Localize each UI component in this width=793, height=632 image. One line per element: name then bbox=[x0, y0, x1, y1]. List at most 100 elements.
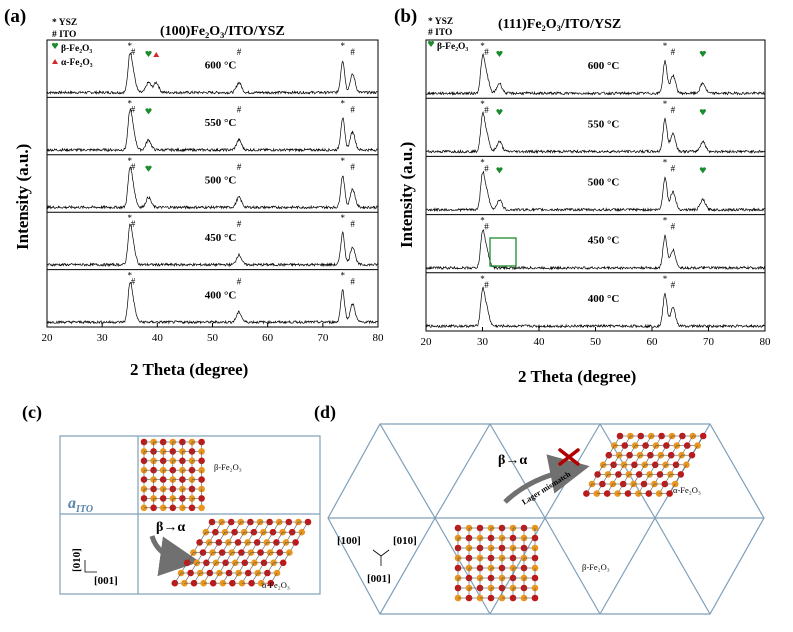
beta-peak-marker-icon bbox=[145, 50, 152, 57]
lattice-subscript: ITO bbox=[75, 504, 93, 515]
panel-d-label: (d) bbox=[314, 402, 336, 423]
beta-peak-marker-icon bbox=[145, 165, 152, 172]
ito-peak-marker: # bbox=[237, 219, 242, 229]
ito-peak-marker: # bbox=[237, 162, 242, 172]
legend-ito: # ITO bbox=[428, 28, 452, 38]
ito-peak-marker: # bbox=[131, 47, 136, 57]
beta-peak-marker-icon bbox=[699, 50, 706, 57]
ysz-peak-marker: * bbox=[128, 271, 133, 281]
ito-peak-marker: # bbox=[671, 163, 676, 173]
temperature-label: 400 °C bbox=[205, 289, 237, 301]
lattice-grid bbox=[59, 435, 321, 595]
panel-a-legend: * YSZ # ITO β-Fe₂O₃ α-Fe₂O₃ bbox=[51, 18, 93, 68]
temperature-label: 550 °C bbox=[205, 117, 237, 129]
ito-peak-marker: # bbox=[484, 47, 489, 57]
panel-a-xlabel: 2 Theta (degree) bbox=[130, 360, 248, 379]
atom bbox=[198, 504, 205, 512]
alpha-peak-marker-icon bbox=[153, 52, 160, 57]
ito-peak-marker: # bbox=[237, 47, 242, 57]
panel-b-label: (b) bbox=[394, 6, 417, 27]
legend-alpha: α-Fe₂O₃ bbox=[61, 58, 93, 68]
ito-peak-marker: # bbox=[671, 47, 676, 57]
ito-peak-marker: # bbox=[131, 219, 136, 229]
x-tick-label: 70 bbox=[317, 332, 329, 344]
ito-peak-marker: # bbox=[131, 104, 136, 114]
ito-peak-marker: # bbox=[671, 280, 676, 290]
ysz-peak-marker: * bbox=[480, 99, 485, 109]
xrd-trace bbox=[425, 170, 766, 213]
ysz-peak-marker: * bbox=[663, 41, 668, 51]
x-tick-label: 20 bbox=[421, 336, 433, 348]
ito-peak-marker: # bbox=[671, 105, 676, 115]
ito-peak-marker: # bbox=[350, 162, 355, 172]
ito-peak-marker: # bbox=[237, 277, 242, 287]
x-tick-label: 50 bbox=[207, 332, 219, 344]
ito-peak-marker: # bbox=[350, 277, 355, 287]
xrd-trace bbox=[46, 52, 379, 95]
ysz-peak-marker: * bbox=[128, 213, 133, 223]
legend-beta: β-Fe₂O₃ bbox=[61, 44, 92, 54]
ito-peak-marker: # bbox=[350, 219, 355, 229]
alpha-label: α-Fe₂O₃ bbox=[673, 485, 701, 495]
transition-arrow-icon bbox=[149, 535, 200, 577]
transition-label: β→α bbox=[498, 453, 527, 468]
x-tick-label: 60 bbox=[647, 336, 659, 348]
xrd-trace bbox=[425, 229, 766, 271]
temperature-label: 500 °C bbox=[205, 175, 237, 187]
panel-a-label: (a) bbox=[4, 6, 26, 27]
panel-a-ylabel: Intensity (a.u.) bbox=[13, 144, 32, 250]
blocked-cross-icon bbox=[558, 448, 580, 466]
ito-peak-marker: # bbox=[484, 163, 489, 173]
axis-100-label: [100] bbox=[337, 535, 361, 547]
x-tick-label: 60 bbox=[262, 332, 274, 344]
ysz-peak-marker: * bbox=[128, 98, 133, 108]
axis-001-label: [001] bbox=[367, 573, 391, 585]
temperature-label: 450 °C bbox=[588, 235, 620, 247]
ito-peak-marker: # bbox=[237, 104, 242, 114]
xrd-trace bbox=[425, 111, 766, 154]
ito-peak-marker: # bbox=[131, 277, 136, 287]
alpha-crystal bbox=[171, 518, 312, 587]
panel-b-title: (111)Fe₂O₃/ITO/YSZ bbox=[498, 17, 621, 32]
panel-b-ylabel: Intensity (a.u.) bbox=[397, 142, 416, 248]
xrd-trace bbox=[46, 281, 379, 325]
beta-label: β-Fe₂O₃ bbox=[582, 562, 610, 572]
panel-b: (b) (111)Fe₂O₃/ITO/YSZ * YSZ # ITO β-Fe₂… bbox=[394, 6, 771, 386]
triangle-lattice bbox=[327, 423, 765, 615]
xrd-trace bbox=[46, 223, 379, 268]
ysz-peak-marker: * bbox=[480, 274, 485, 284]
x-tick-label: 20 bbox=[42, 332, 54, 344]
ysz-peak-marker: * bbox=[340, 156, 345, 166]
axis-triad-icon bbox=[372, 549, 390, 566]
ysz-peak-marker: * bbox=[480, 41, 485, 51]
xrd-trace bbox=[425, 286, 766, 329]
beta-crystal bbox=[140, 438, 205, 512]
beta-crystal bbox=[454, 524, 539, 602]
x-tick-label: 80 bbox=[373, 332, 385, 344]
panel-c: (c) β-Fe₂O₃ aITO β→α α-Fe₂O₃ [010] [001] bbox=[22, 402, 321, 595]
temperature-label: 400 °C bbox=[588, 293, 620, 305]
axis-vertical-label: [010] bbox=[71, 548, 83, 572]
atom bbox=[292, 539, 299, 546]
x-tick-label: 30 bbox=[97, 332, 109, 344]
x-tick-label: 30 bbox=[477, 336, 489, 348]
ito-peak-marker: # bbox=[671, 222, 676, 232]
panel-a: (a) (100)Fe₂O₃/ITO/YSZ * YSZ # ITO β-Fe₂… bbox=[4, 6, 384, 379]
x-tick-label: 50 bbox=[590, 336, 602, 348]
panel-b-legend: * YSZ # ITO β-Fe₂O₃ bbox=[427, 17, 468, 52]
lattice-label: aITO bbox=[68, 495, 93, 515]
legend-ysz: * YSZ bbox=[52, 18, 77, 28]
xrd-trace bbox=[46, 166, 378, 210]
x-tick-label: 80 bbox=[760, 336, 772, 348]
ito-peak-marker: # bbox=[484, 105, 489, 115]
panel-a-title: (100)Fe₂O₃/ITO/YSZ bbox=[160, 24, 285, 39]
axis-010-label: [010] bbox=[393, 535, 417, 547]
atom bbox=[286, 549, 293, 556]
ysz-peak-marker: * bbox=[340, 271, 345, 281]
ito-peak-marker: # bbox=[350, 47, 355, 57]
lattice-letter: a bbox=[68, 495, 76, 512]
x-tick-label: 70 bbox=[703, 336, 715, 348]
beta-peak-marker-icon bbox=[145, 108, 152, 115]
